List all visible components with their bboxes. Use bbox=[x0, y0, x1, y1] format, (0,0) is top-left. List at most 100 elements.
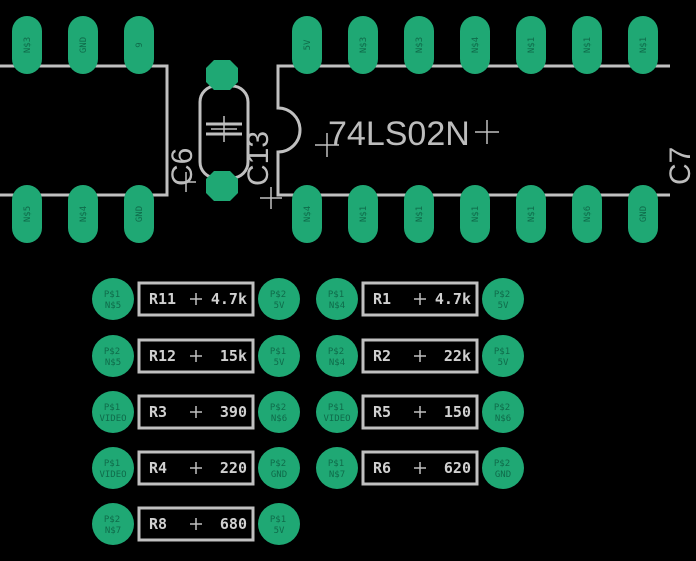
resistor-value: 680 bbox=[220, 515, 247, 533]
resistor-pad-1 bbox=[316, 278, 358, 320]
resistor-ref: R3 bbox=[149, 403, 167, 421]
resistor-ref: R4 bbox=[149, 459, 167, 477]
ic-pad-shape bbox=[124, 185, 154, 243]
capacitor-origin-cross bbox=[211, 116, 237, 142]
ic-pad-net-label: 9 bbox=[135, 42, 145, 47]
resistor-origin-cross bbox=[190, 350, 202, 362]
chip-bottom-pad: GND bbox=[628, 185, 658, 243]
ic-pad-shape bbox=[404, 16, 434, 74]
resistor-pad-1 bbox=[92, 447, 134, 489]
resistor-pad-name: P$1 bbox=[328, 403, 344, 413]
ic-pad-shape bbox=[460, 16, 490, 74]
resistor-origin-cross bbox=[190, 293, 202, 305]
chip-label-cross bbox=[315, 133, 339, 157]
resistor-pad-net: N$5 bbox=[105, 301, 121, 311]
ic-pad-net-label: N$1 bbox=[359, 206, 369, 222]
ic-pad-net-label: GND bbox=[639, 206, 649, 222]
ic-pad-net-label: GND bbox=[79, 37, 89, 53]
ic-pad-net-label: N$1 bbox=[527, 37, 537, 53]
resistor-pad-name: P$1 bbox=[328, 290, 344, 300]
resistor-pad-net: GND bbox=[495, 470, 511, 480]
ic-pad-net-label: N$3 bbox=[415, 37, 425, 53]
resistor-pad-2 bbox=[258, 391, 300, 433]
ic-pad-shape bbox=[628, 185, 658, 243]
resistor-origin-cross bbox=[414, 293, 426, 305]
resistor-pad-name: P$1 bbox=[494, 347, 510, 357]
ic-pad-shape bbox=[516, 16, 546, 74]
chip-bottom-pad: N$1 bbox=[516, 185, 546, 243]
ic-pad-net-label: N$1 bbox=[583, 37, 593, 53]
resistor-pad-name: P$1 bbox=[104, 290, 120, 300]
ic-pad-shape bbox=[572, 16, 602, 74]
resistor-value: 22k bbox=[444, 347, 471, 365]
chip-top-pad: N$1 bbox=[572, 16, 602, 74]
ic-pad-shape bbox=[404, 185, 434, 243]
resistor-outline bbox=[137, 394, 255, 430]
resistor-pad-name: P$2 bbox=[494, 403, 510, 413]
ic-pad-net-label: N$3 bbox=[23, 37, 33, 53]
resistor-pad-name: P$2 bbox=[494, 290, 510, 300]
resistor-pad-name: P$1 bbox=[328, 459, 344, 469]
left-ic-top-pad: GND bbox=[68, 16, 98, 74]
ic-pad-shape bbox=[572, 185, 602, 243]
resistor-pad-name: P$2 bbox=[270, 459, 286, 469]
chip-origin-cross bbox=[475, 120, 499, 144]
resistor-origin-cross bbox=[414, 406, 426, 418]
left-ic-top-pad: N$3 bbox=[12, 16, 42, 74]
resistor-pad-net: N$5 bbox=[105, 358, 121, 368]
chip-top-pad: N$1 bbox=[516, 16, 546, 74]
chip-74ls02n: 74LS02N bbox=[276, 64, 670, 197]
resistor-pad-name: P$2 bbox=[270, 403, 286, 413]
resistor-pad-net: VIDEO bbox=[323, 414, 350, 424]
ic-pad-net-label: N$1 bbox=[527, 206, 537, 222]
capacitor-ref-c6: C6 bbox=[166, 148, 199, 186]
resistor-value: 150 bbox=[444, 403, 471, 421]
resistor-pad-name: P$1 bbox=[270, 515, 286, 525]
ic-pad-net-label: N$1 bbox=[639, 37, 649, 53]
chip-bottom-pad: N$6 bbox=[572, 185, 602, 243]
resistor-outline bbox=[137, 450, 255, 486]
resistor-pad-net: N$7 bbox=[105, 526, 121, 536]
ic-pad-shape bbox=[12, 185, 42, 243]
resistor-pad-1 bbox=[92, 503, 134, 545]
resistor-outline bbox=[361, 394, 479, 430]
resistor-pad-name: P$2 bbox=[104, 347, 120, 357]
resistor-pad-net: VIDEO bbox=[99, 414, 126, 424]
ic-pad-shape bbox=[292, 185, 322, 243]
chip-top-pad: 5V bbox=[292, 16, 322, 74]
resistor-pad-2 bbox=[258, 447, 300, 489]
c13-cross bbox=[260, 187, 282, 209]
resistor-pad-name: P$2 bbox=[270, 290, 286, 300]
resistor-origin-cross bbox=[190, 462, 202, 474]
chip-bottom-pad: N$1 bbox=[460, 185, 490, 243]
resistor-pad-2 bbox=[482, 391, 524, 433]
ic-pad-shape bbox=[12, 16, 42, 74]
resistor-pad-net: GND bbox=[271, 470, 287, 480]
resistor-pad-net: 5V bbox=[274, 301, 285, 311]
resistor-outline bbox=[137, 338, 255, 374]
capacitor-pad-bottom bbox=[206, 171, 238, 201]
resistor-pad-1 bbox=[316, 335, 358, 377]
capacitor-pad-top bbox=[206, 60, 238, 90]
resistor-ref: R6 bbox=[373, 459, 391, 477]
ic-pad-net-label: 5V bbox=[303, 39, 313, 50]
resistor-pad-name: P$1 bbox=[270, 347, 286, 357]
chip-top-pad: N$4 bbox=[460, 16, 490, 74]
resistor-ref: R11 bbox=[149, 290, 176, 308]
ic-pad-net-label: GND bbox=[135, 206, 145, 222]
resistor-pad-net: N$6 bbox=[495, 414, 511, 424]
chip-bottom-pad: N$1 bbox=[348, 185, 378, 243]
ic-pad-shape bbox=[292, 16, 322, 74]
resistor-pad-net: 5V bbox=[274, 358, 285, 368]
ic-pad-shape bbox=[460, 185, 490, 243]
resistor-pad-net: N$4 bbox=[329, 301, 345, 311]
resistor-pad-net: 5V bbox=[498, 301, 509, 311]
